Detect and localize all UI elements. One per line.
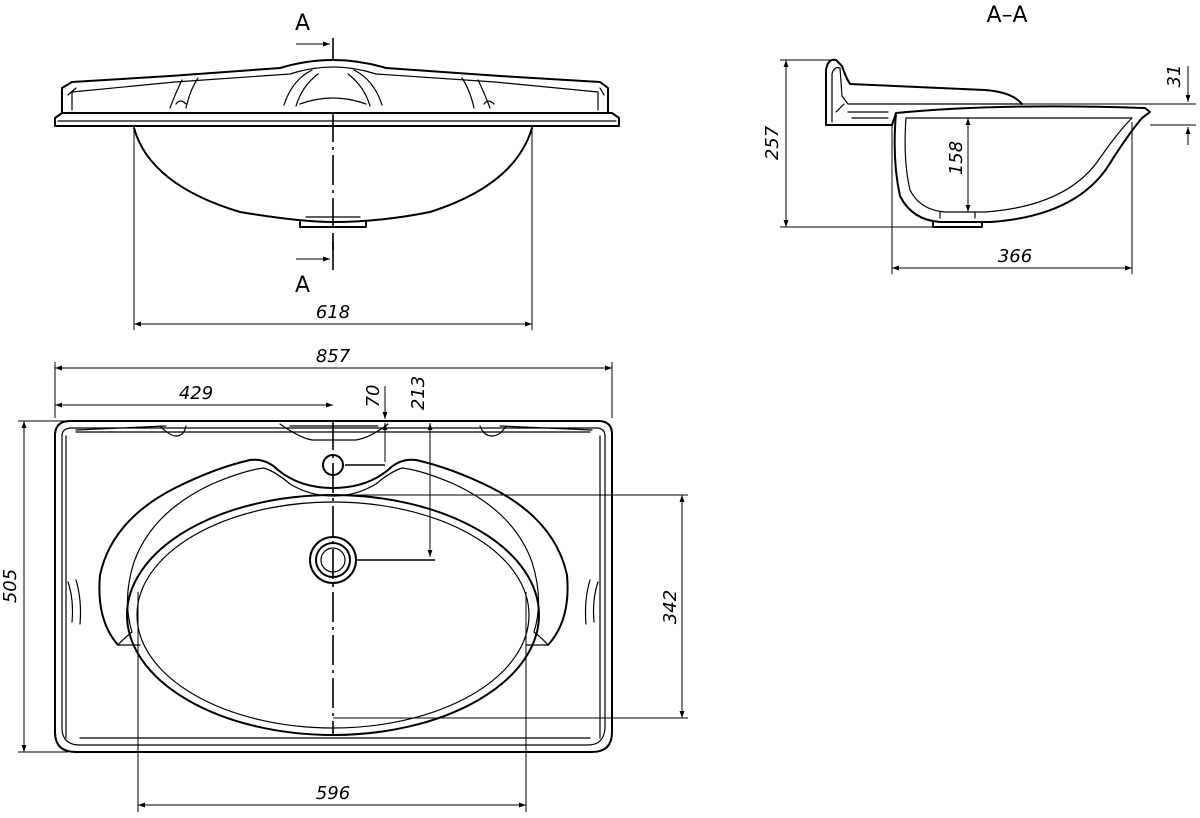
section-view — [825, 58, 1151, 228]
dim-drain-to-edge: 213 — [408, 376, 433, 557]
section-label-bottom: A — [295, 273, 310, 298]
dim-bowl-depth: 342 — [333, 494, 688, 719]
dim-overall-width: 857 — [54, 346, 613, 418]
svg-text:213: 213 — [408, 376, 429, 410]
dim-tap-hole-to-edge: 70 — [363, 385, 388, 462]
section-label-top: A — [295, 11, 310, 36]
svg-text:70: 70 — [363, 385, 384, 408]
svg-text:366: 366 — [998, 246, 1032, 267]
section-marker-bottom: A — [295, 236, 334, 298]
svg-text:857: 857 — [316, 346, 351, 367]
svg-text:257: 257 — [762, 125, 783, 160]
dim-overall-depth: 505 — [0, 420, 68, 753]
dim-rim-height: 31 — [1022, 65, 1196, 145]
svg-text:342: 342 — [660, 590, 681, 624]
svg-text:158: 158 — [946, 141, 967, 175]
section-title: A–A — [986, 3, 1027, 28]
svg-text:429: 429 — [179, 383, 213, 404]
svg-text:618: 618 — [316, 302, 350, 323]
svg-text:596: 596 — [316, 783, 350, 804]
dim-front-basin-width: 618 — [133, 128, 533, 330]
dim-tap-hole-offset: 429 — [55, 383, 333, 408]
svg-text:31: 31 — [1164, 65, 1185, 88]
dim-section-bowl-width: 366 — [891, 122, 1133, 274]
front-view — [54, 59, 620, 228]
dim-bowl-width: 596 — [137, 592, 527, 812]
dim-bowl-inner-depth: 158 — [946, 118, 971, 212]
section-marker-top: A — [295, 11, 334, 60]
svg-text:505: 505 — [0, 569, 21, 603]
dim-section-height: 257 — [762, 59, 933, 228]
